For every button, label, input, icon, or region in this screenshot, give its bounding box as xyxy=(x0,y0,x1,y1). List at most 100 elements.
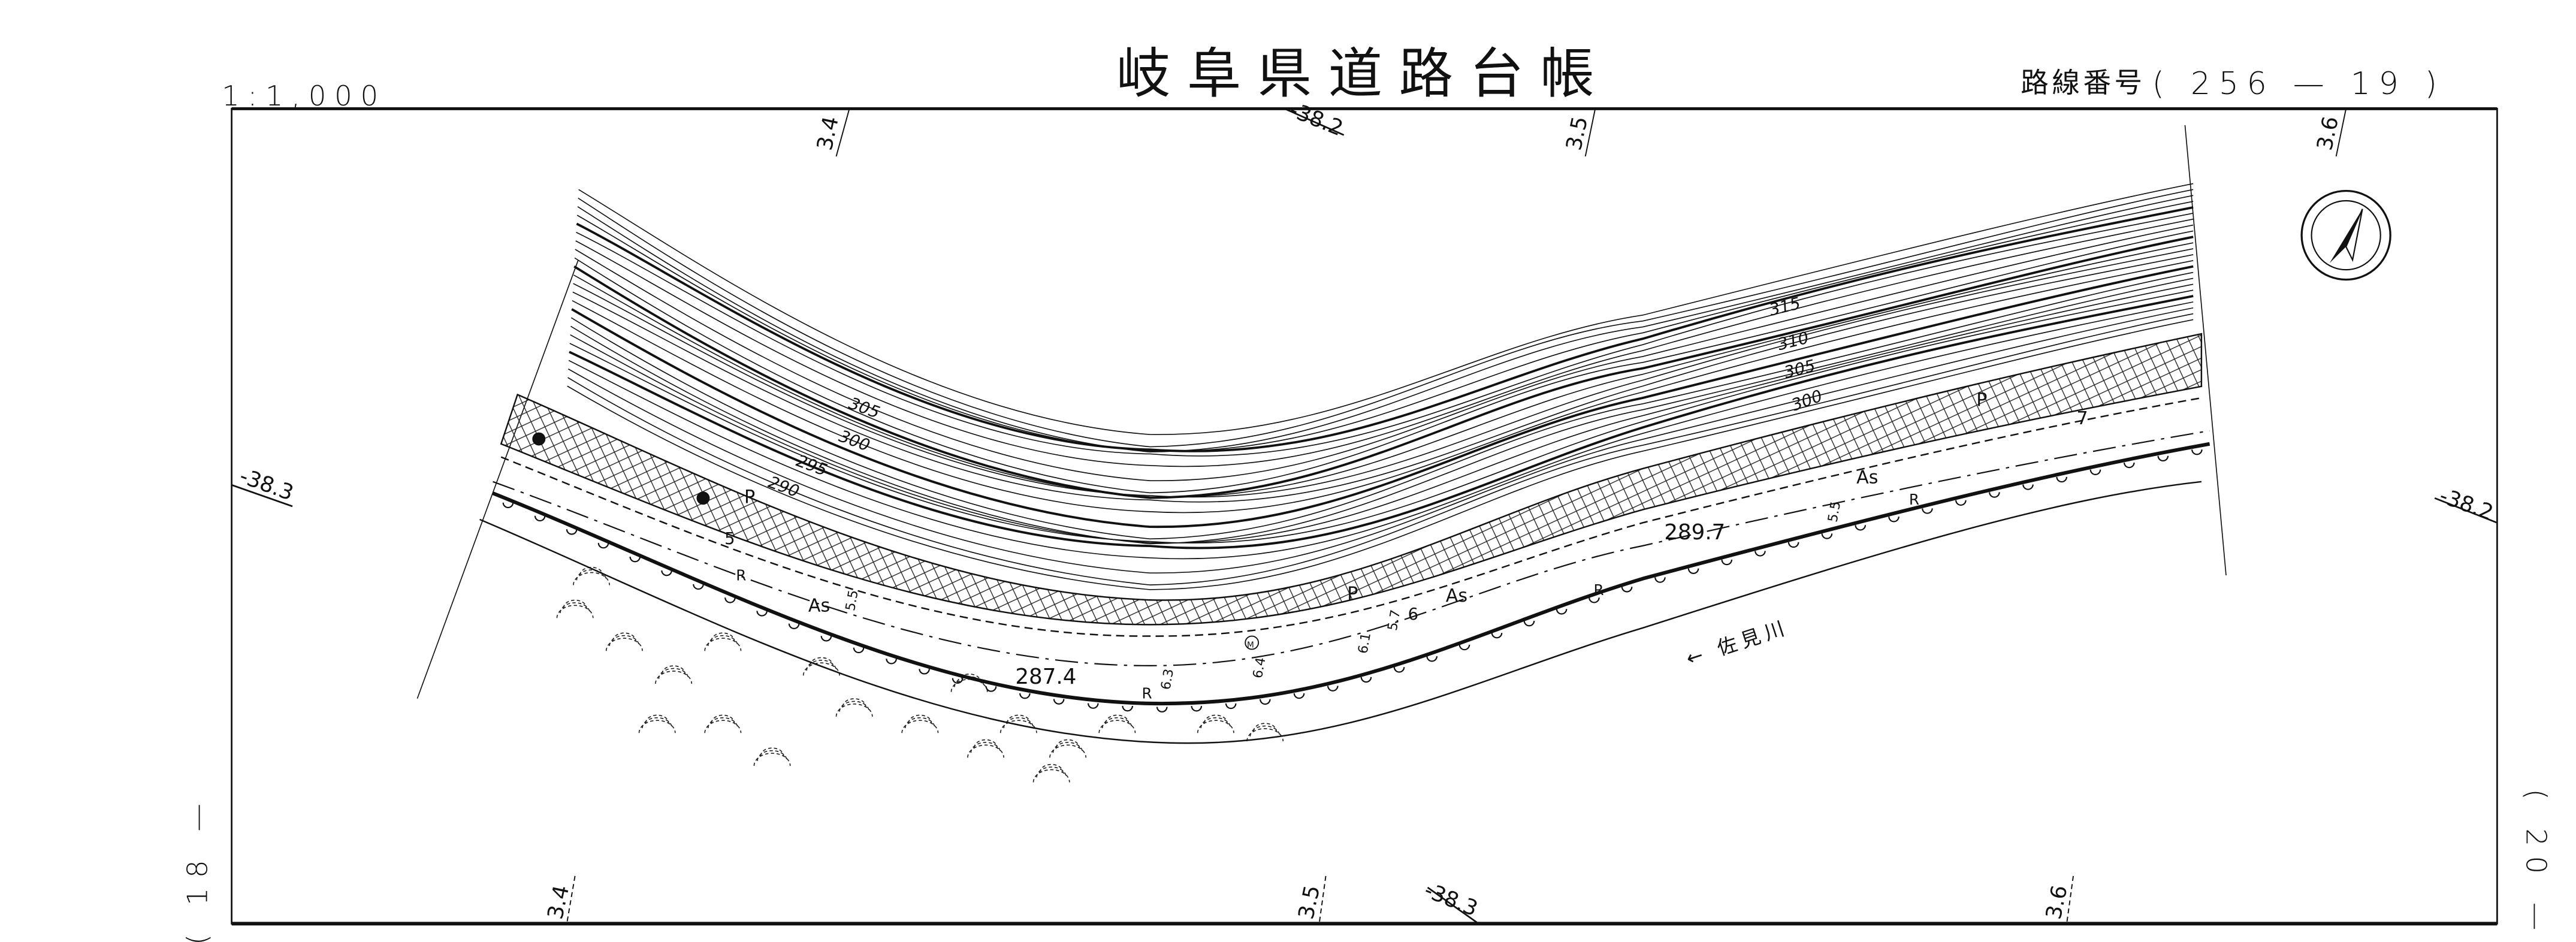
next-sheet-link[interactable]: ( 20 —6 xyxy=(2520,789,2553,942)
tree-symbol xyxy=(753,753,791,766)
width-label: 6.1 xyxy=(1355,632,1374,655)
tree-symbol xyxy=(904,717,935,729)
tree-symbol xyxy=(1049,744,1087,758)
river-bank-line xyxy=(479,481,2202,744)
guardrail-post xyxy=(1260,699,1271,705)
tree-symbol xyxy=(556,605,594,618)
width-label: 7 xyxy=(2077,408,2088,429)
tree-symbol xyxy=(707,635,738,647)
survey-boundary-right xyxy=(2184,125,2227,576)
width-label: 6.3 xyxy=(1158,668,1177,691)
guardrail-post xyxy=(1922,508,1933,514)
width-label: 5.5 xyxy=(1826,500,1844,524)
contour-line xyxy=(573,248,2194,498)
tree-symbol xyxy=(1003,717,1034,729)
contour-line xyxy=(577,195,2194,452)
contour-label: 290 xyxy=(766,473,802,501)
guardrail-post xyxy=(661,570,672,576)
guardrail-post xyxy=(1989,492,2000,498)
tree-symbol xyxy=(901,720,939,733)
retaining-label: R xyxy=(736,566,746,584)
guardrail-post xyxy=(1122,705,1134,712)
contour-label: 315 xyxy=(1768,294,1802,320)
guardrail-post xyxy=(1360,677,1372,683)
contour-line xyxy=(576,213,2194,457)
contour-label: 300 xyxy=(1789,387,1825,415)
guardrail-post xyxy=(1523,620,1535,627)
previous-sheet-link[interactable]: ( 18 — xyxy=(181,794,213,942)
page-title: 岐阜県道路台帳 xyxy=(1116,43,1611,105)
retaining-label: R xyxy=(1593,581,1603,599)
guardrail-post xyxy=(2124,462,2135,469)
guardrail-post xyxy=(886,659,897,665)
guardrail-post xyxy=(1787,542,1799,548)
road-edge-upper xyxy=(500,397,2202,637)
control-point-icon xyxy=(696,491,710,505)
index-contour xyxy=(576,206,2194,452)
guardrail-post xyxy=(693,584,704,590)
guardrail-post xyxy=(534,515,546,522)
contour-line xyxy=(567,307,2194,573)
guardrail-post xyxy=(566,529,578,535)
guardrail-post xyxy=(788,623,800,629)
guardrail-post xyxy=(629,556,641,563)
tree-symbol xyxy=(576,569,607,581)
map-annotations: 287.4 289.7 305 300 295 290 315 310 305 … xyxy=(724,294,2088,702)
contour-line xyxy=(567,313,2194,585)
route-number: ( 256 — 19 ) xyxy=(2152,66,2445,102)
contour-line xyxy=(567,319,2194,590)
surface-label-paved: P xyxy=(744,487,755,508)
width-label: 5.7 xyxy=(1385,609,1404,632)
contour-label: 310 xyxy=(1775,329,1810,355)
guardrail-posts xyxy=(502,449,2203,712)
contour-line xyxy=(569,289,2194,544)
contour-line xyxy=(572,259,2194,514)
guardrail-post xyxy=(1721,559,1733,566)
tree-symbol xyxy=(1200,717,1231,729)
guardrail-post xyxy=(1955,500,1967,506)
guardrail-post xyxy=(820,636,832,642)
elevation-label: 287.4 xyxy=(1015,665,1076,689)
guardrail-post xyxy=(1821,533,1833,539)
contour-line xyxy=(570,283,2194,544)
tree-symbol xyxy=(1197,720,1234,733)
guardrail-post xyxy=(1087,703,1099,709)
tree-symbol xyxy=(970,742,1001,753)
contour-lines xyxy=(567,183,2194,590)
guardrail-post xyxy=(1687,568,1699,574)
tree-symbol xyxy=(642,717,673,729)
tree-symbol xyxy=(655,671,693,684)
contour-label: 300 xyxy=(836,427,872,455)
guardrail-post xyxy=(1556,609,1568,615)
tree-symbol xyxy=(802,662,840,676)
map-frame xyxy=(231,108,2498,925)
contour-line xyxy=(572,254,2194,503)
guardrail-post xyxy=(756,611,768,617)
guardrail-post xyxy=(1019,693,1031,699)
guardrail-post xyxy=(1293,693,1305,699)
tree-symbol xyxy=(967,744,1005,758)
retaining-label: R xyxy=(1909,491,1919,508)
manhole-label: M xyxy=(1247,641,1254,650)
guardrail-post xyxy=(1458,644,1470,651)
route-label: 路線番号 xyxy=(2021,67,2145,99)
surface-label-asphalt: As xyxy=(1446,585,1467,606)
guardrail-post xyxy=(1327,686,1339,692)
contour-label: 295 xyxy=(794,452,830,480)
width-label: 6.4 xyxy=(1251,656,1269,680)
guardrail-post xyxy=(1855,525,1867,531)
river-label: ← 佐見川 xyxy=(1683,615,1792,670)
paved-shoulder-hatch xyxy=(500,333,2203,626)
contour-line xyxy=(570,271,2194,540)
road-centerline xyxy=(493,430,2210,666)
tree-symbol xyxy=(573,572,610,585)
tree-symbol xyxy=(1249,725,1281,736)
grid-label-bottom-2: 3.5 xyxy=(1294,883,1325,922)
contour-line xyxy=(578,183,2194,435)
contour-line xyxy=(575,224,2194,481)
tree-symbol xyxy=(704,638,742,651)
guardrail-post xyxy=(2157,455,2169,461)
tree-symbol xyxy=(605,638,643,651)
guardrail-post xyxy=(1191,706,1203,712)
